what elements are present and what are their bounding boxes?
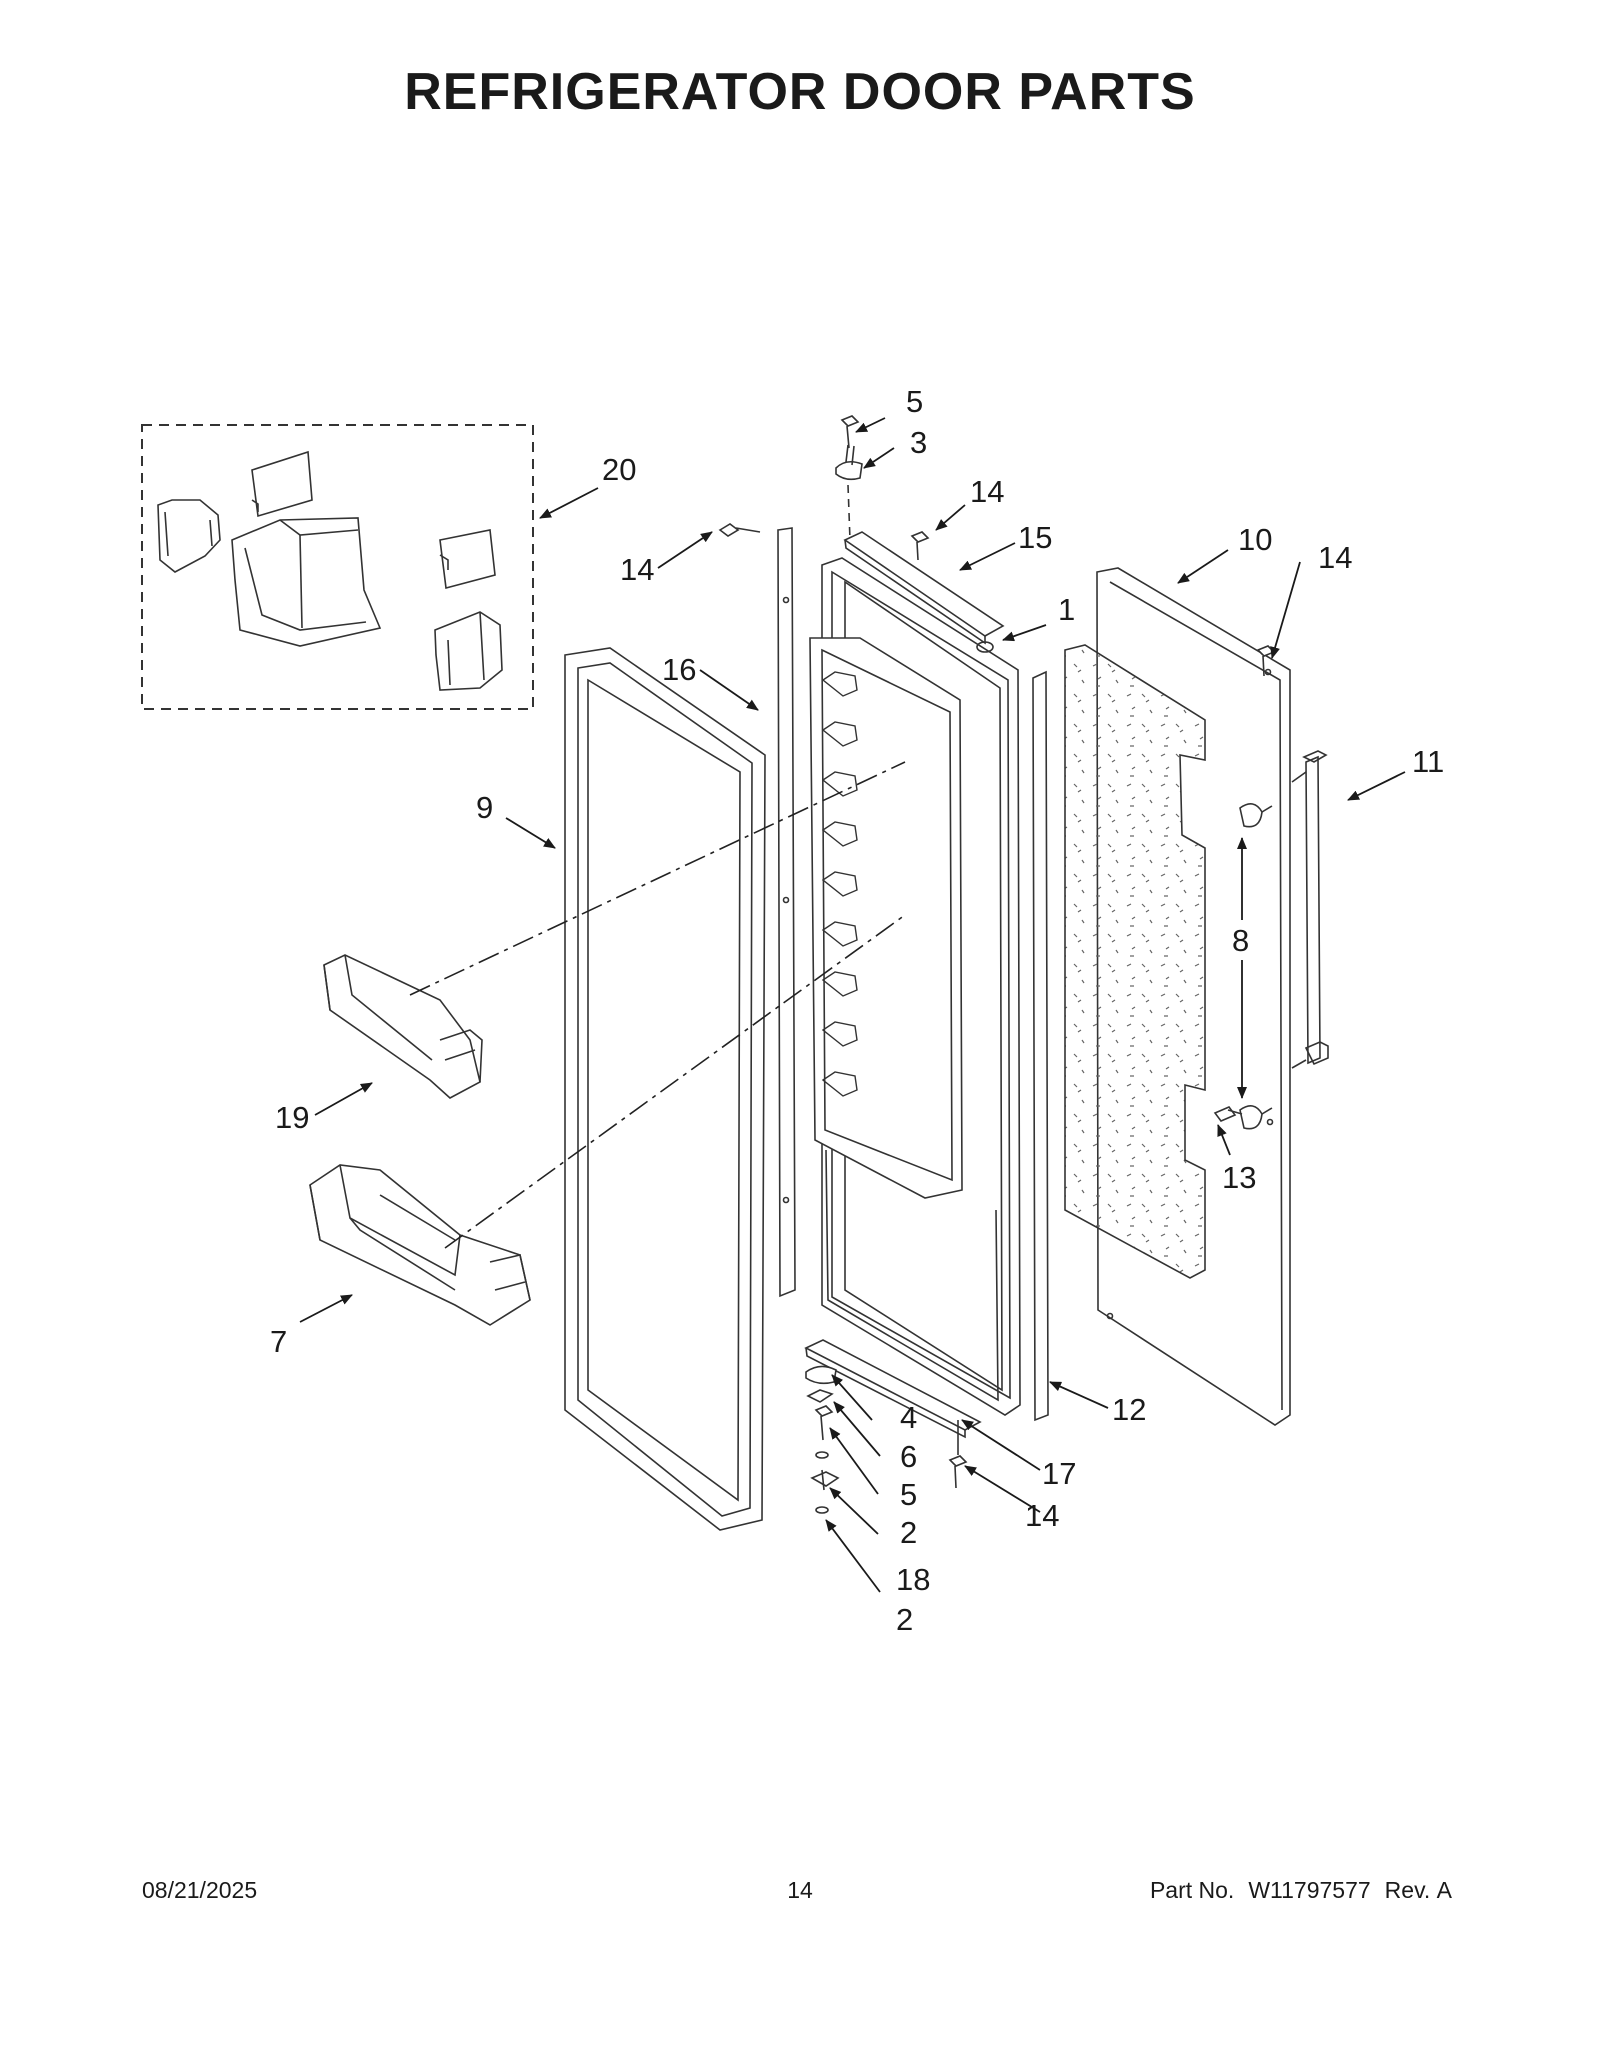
callout-20: 20	[602, 452, 636, 487]
callout-12: 12	[1112, 1392, 1146, 1427]
callout-11: 11	[1412, 744, 1444, 779]
door-liner	[809, 557, 1021, 1416]
callout-9: 9	[476, 790, 493, 825]
callout-15: 15	[1018, 520, 1052, 555]
alignment-lines	[409, 761, 906, 1249]
revision-label: Rev.	[1384, 1877, 1431, 1903]
callout-6: 6	[900, 1439, 917, 1474]
callout-14-left: 14	[620, 552, 654, 587]
part-number-label: Part No.	[1149, 1877, 1235, 1903]
bottom-hinge-hardware	[804, 1339, 982, 1514]
callout-2-upper: 2	[900, 1515, 917, 1550]
callout-13: 13	[1222, 1160, 1256, 1195]
callout-14-right: 14	[1318, 540, 1352, 575]
door-bin-lower	[309, 1164, 531, 1326]
callout-18: 18	[896, 1562, 930, 1597]
footer-date: 08/21/2025	[142, 1877, 258, 1903]
callout-3: 3	[910, 425, 927, 460]
callout-16: 16	[662, 652, 696, 687]
page-title: REFRIGERATOR DOOR PARTS	[404, 63, 1196, 121]
part-number-value: W11797577	[1248, 1877, 1371, 1903]
footer-part-info: Part No. W11797577 Rev. A	[1150, 1877, 1452, 1904]
bin-assembly-group	[141, 424, 534, 710]
foam-insulation	[1064, 644, 1206, 1279]
callout-2-lower: 2	[896, 1602, 913, 1637]
revision-value: A	[1436, 1877, 1452, 1903]
handle-mounts	[1213, 803, 1273, 1130]
callout-5-bottom: 5	[900, 1477, 917, 1512]
door-bin-upper	[323, 954, 483, 1099]
callout-17: 17	[1042, 1456, 1076, 1491]
callout-14-top: 14	[970, 474, 1004, 509]
top-hinge-hardware	[718, 415, 1276, 677]
door-strip	[777, 527, 796, 1298]
callout-labels: 5 3 14 15 20 14 10 14 1 16 11 9 8 19 13 …	[270, 384, 1444, 1637]
callout-14-bottom: 14	[1025, 1498, 1059, 1533]
callout-1: 1	[1058, 592, 1075, 627]
leader-arrows	[299, 417, 1406, 1593]
footer-page-number: 14	[787, 1877, 813, 1903]
top-hinge-bracket	[843, 531, 1005, 645]
callout-5-top: 5	[906, 384, 923, 419]
door-handle	[1291, 750, 1329, 1069]
callout-10: 10	[1238, 522, 1272, 557]
callout-8: 8	[1232, 923, 1249, 958]
callout-7: 7	[270, 1324, 287, 1359]
callout-4: 4	[900, 1400, 917, 1435]
side-strip	[1032, 670, 1049, 1422]
callout-19: 19	[275, 1100, 309, 1135]
